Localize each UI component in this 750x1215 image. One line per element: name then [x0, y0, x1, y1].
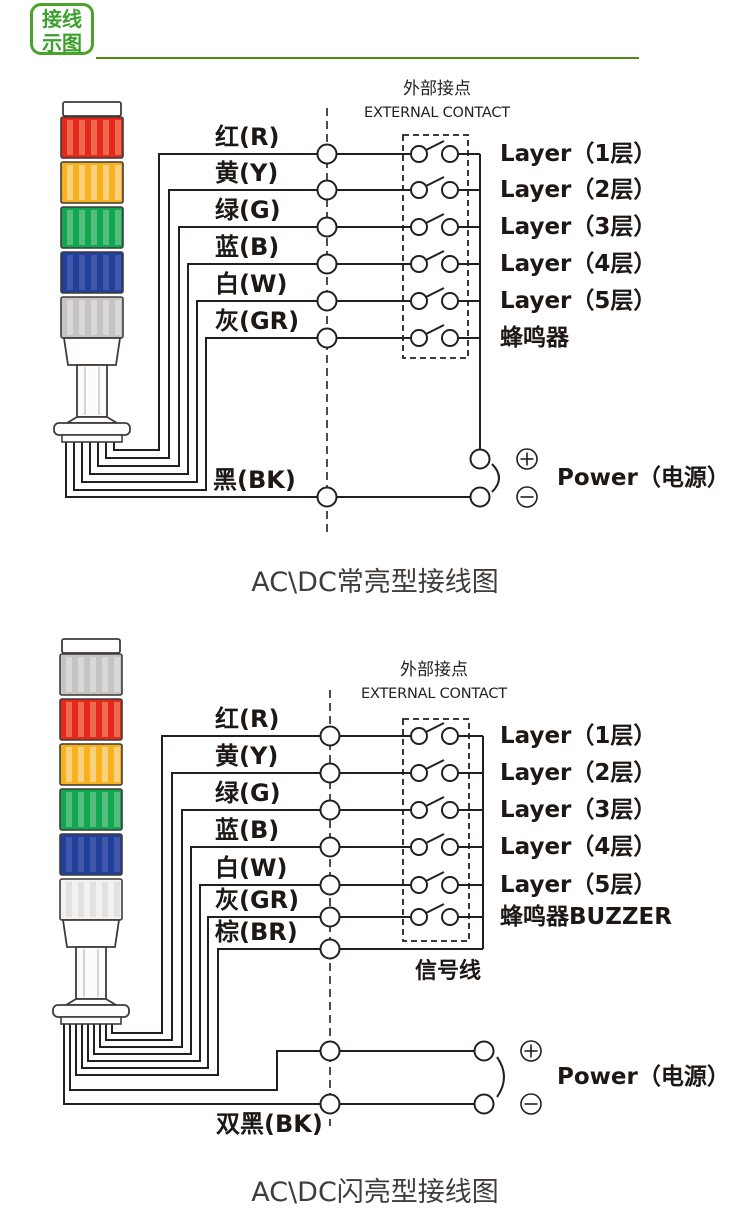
d1-wire-label-2: 绿(G): [215, 196, 281, 224]
d1-layer-label-2: Layer（3层）: [500, 214, 657, 240]
plus-terminal-icon: [516, 448, 538, 470]
d2-layer-label-0: Layer（1层）: [500, 723, 657, 749]
contact-switch: [410, 140, 459, 163]
contact-switch: [410, 250, 459, 273]
contact-switch: [410, 213, 459, 236]
diagram-2-wiring: [63, 690, 542, 1126]
d2-wire-label-6: 棕(BR): [215, 918, 298, 946]
d1-layer-label-4: Layer（5层）: [500, 288, 657, 314]
wiring-legend-badge: 接线 示图: [30, 3, 94, 55]
contact-switch: [410, 903, 459, 926]
d2-wire-label-4: 白(W): [215, 854, 288, 882]
d1-layer-label-5: 蜂鸣器: [500, 325, 569, 351]
tower-light-1: [53, 101, 131, 443]
d2-wire-label-0: 红(R): [215, 705, 280, 733]
contact-switch: [410, 722, 459, 745]
d2-layer-label-4: Layer（5层）: [500, 872, 657, 898]
power-connector: [491, 448, 538, 508]
diagram-1-wiring: [65, 108, 538, 537]
d2-wire-label-1: 黄(Y): [215, 742, 279, 770]
header-divider: [96, 57, 639, 59]
contact-switch: [410, 324, 459, 347]
d2-layer-label-5: 蜂鸣器BUZZER: [500, 904, 672, 930]
power-connector: [496, 1040, 542, 1115]
d2-layer-label-1: Layer（2层）: [500, 760, 657, 786]
d1-power-label: Power（电源）: [557, 465, 730, 491]
d1-external-contact-cn: 外部接点: [403, 79, 471, 99]
contact-switch: [410, 871, 459, 894]
minus-terminal-icon: [520, 1093, 542, 1115]
d2-wire-label-3: 蓝(B): [215, 816, 280, 844]
contact-switch: [410, 176, 459, 199]
d2-external-contact-en: EXTERNAL CONTACT: [361, 686, 507, 702]
d2-power-label: Power（电源）: [557, 1064, 730, 1090]
external-contact-box: [402, 718, 470, 942]
d2-signal-line-label: 信号线: [414, 959, 481, 984]
badge-line1: 接线: [42, 7, 82, 31]
contact-switch: [410, 287, 459, 310]
d1-wire-label-0: 红(R): [215, 123, 280, 151]
d1-black-wire-label: 黑(BK): [213, 466, 296, 494]
contact-switch: [410, 796, 459, 819]
d1-layer-label-3: Layer（4层）: [500, 251, 657, 277]
d1-wire-label-4: 白(W): [215, 270, 288, 298]
d2-wire-label-5: 灰(GR): [215, 886, 300, 914]
contact-switch: [410, 759, 459, 782]
contact-switch: [410, 833, 459, 856]
tower-light-2: [52, 638, 130, 1025]
d1-external-contact-en: EXTERNAL CONTACT: [364, 105, 510, 121]
d2-black-wire-label: 双黑(BK): [216, 1110, 323, 1138]
d1-wire-label-1: 黄(Y): [215, 159, 279, 187]
d2-external-contact-cn: 外部接点: [400, 660, 468, 680]
badge-line2: 示图: [42, 31, 82, 55]
d1-wire-label-3: 蓝(B): [215, 233, 280, 261]
external-contact-box: [402, 134, 469, 359]
plus-terminal-icon: [520, 1040, 542, 1062]
d2-layer-label-3: Layer（4层）: [500, 834, 657, 860]
d2-wire-label-2: 绿(G): [215, 779, 281, 807]
d1-wire-label-5: 灰(GR): [215, 307, 300, 335]
d2-title: AC\DC闪亮型接线图: [251, 1177, 499, 1208]
d2-layer-label-2: Layer（3层）: [500, 797, 657, 823]
minus-terminal-icon: [516, 486, 538, 508]
d1-layer-label-0: Layer（1层）: [500, 141, 657, 167]
d1-title: AC\DC常亮型接线图: [251, 567, 499, 598]
d1-layer-label-1: Layer（2层）: [500, 177, 657, 203]
